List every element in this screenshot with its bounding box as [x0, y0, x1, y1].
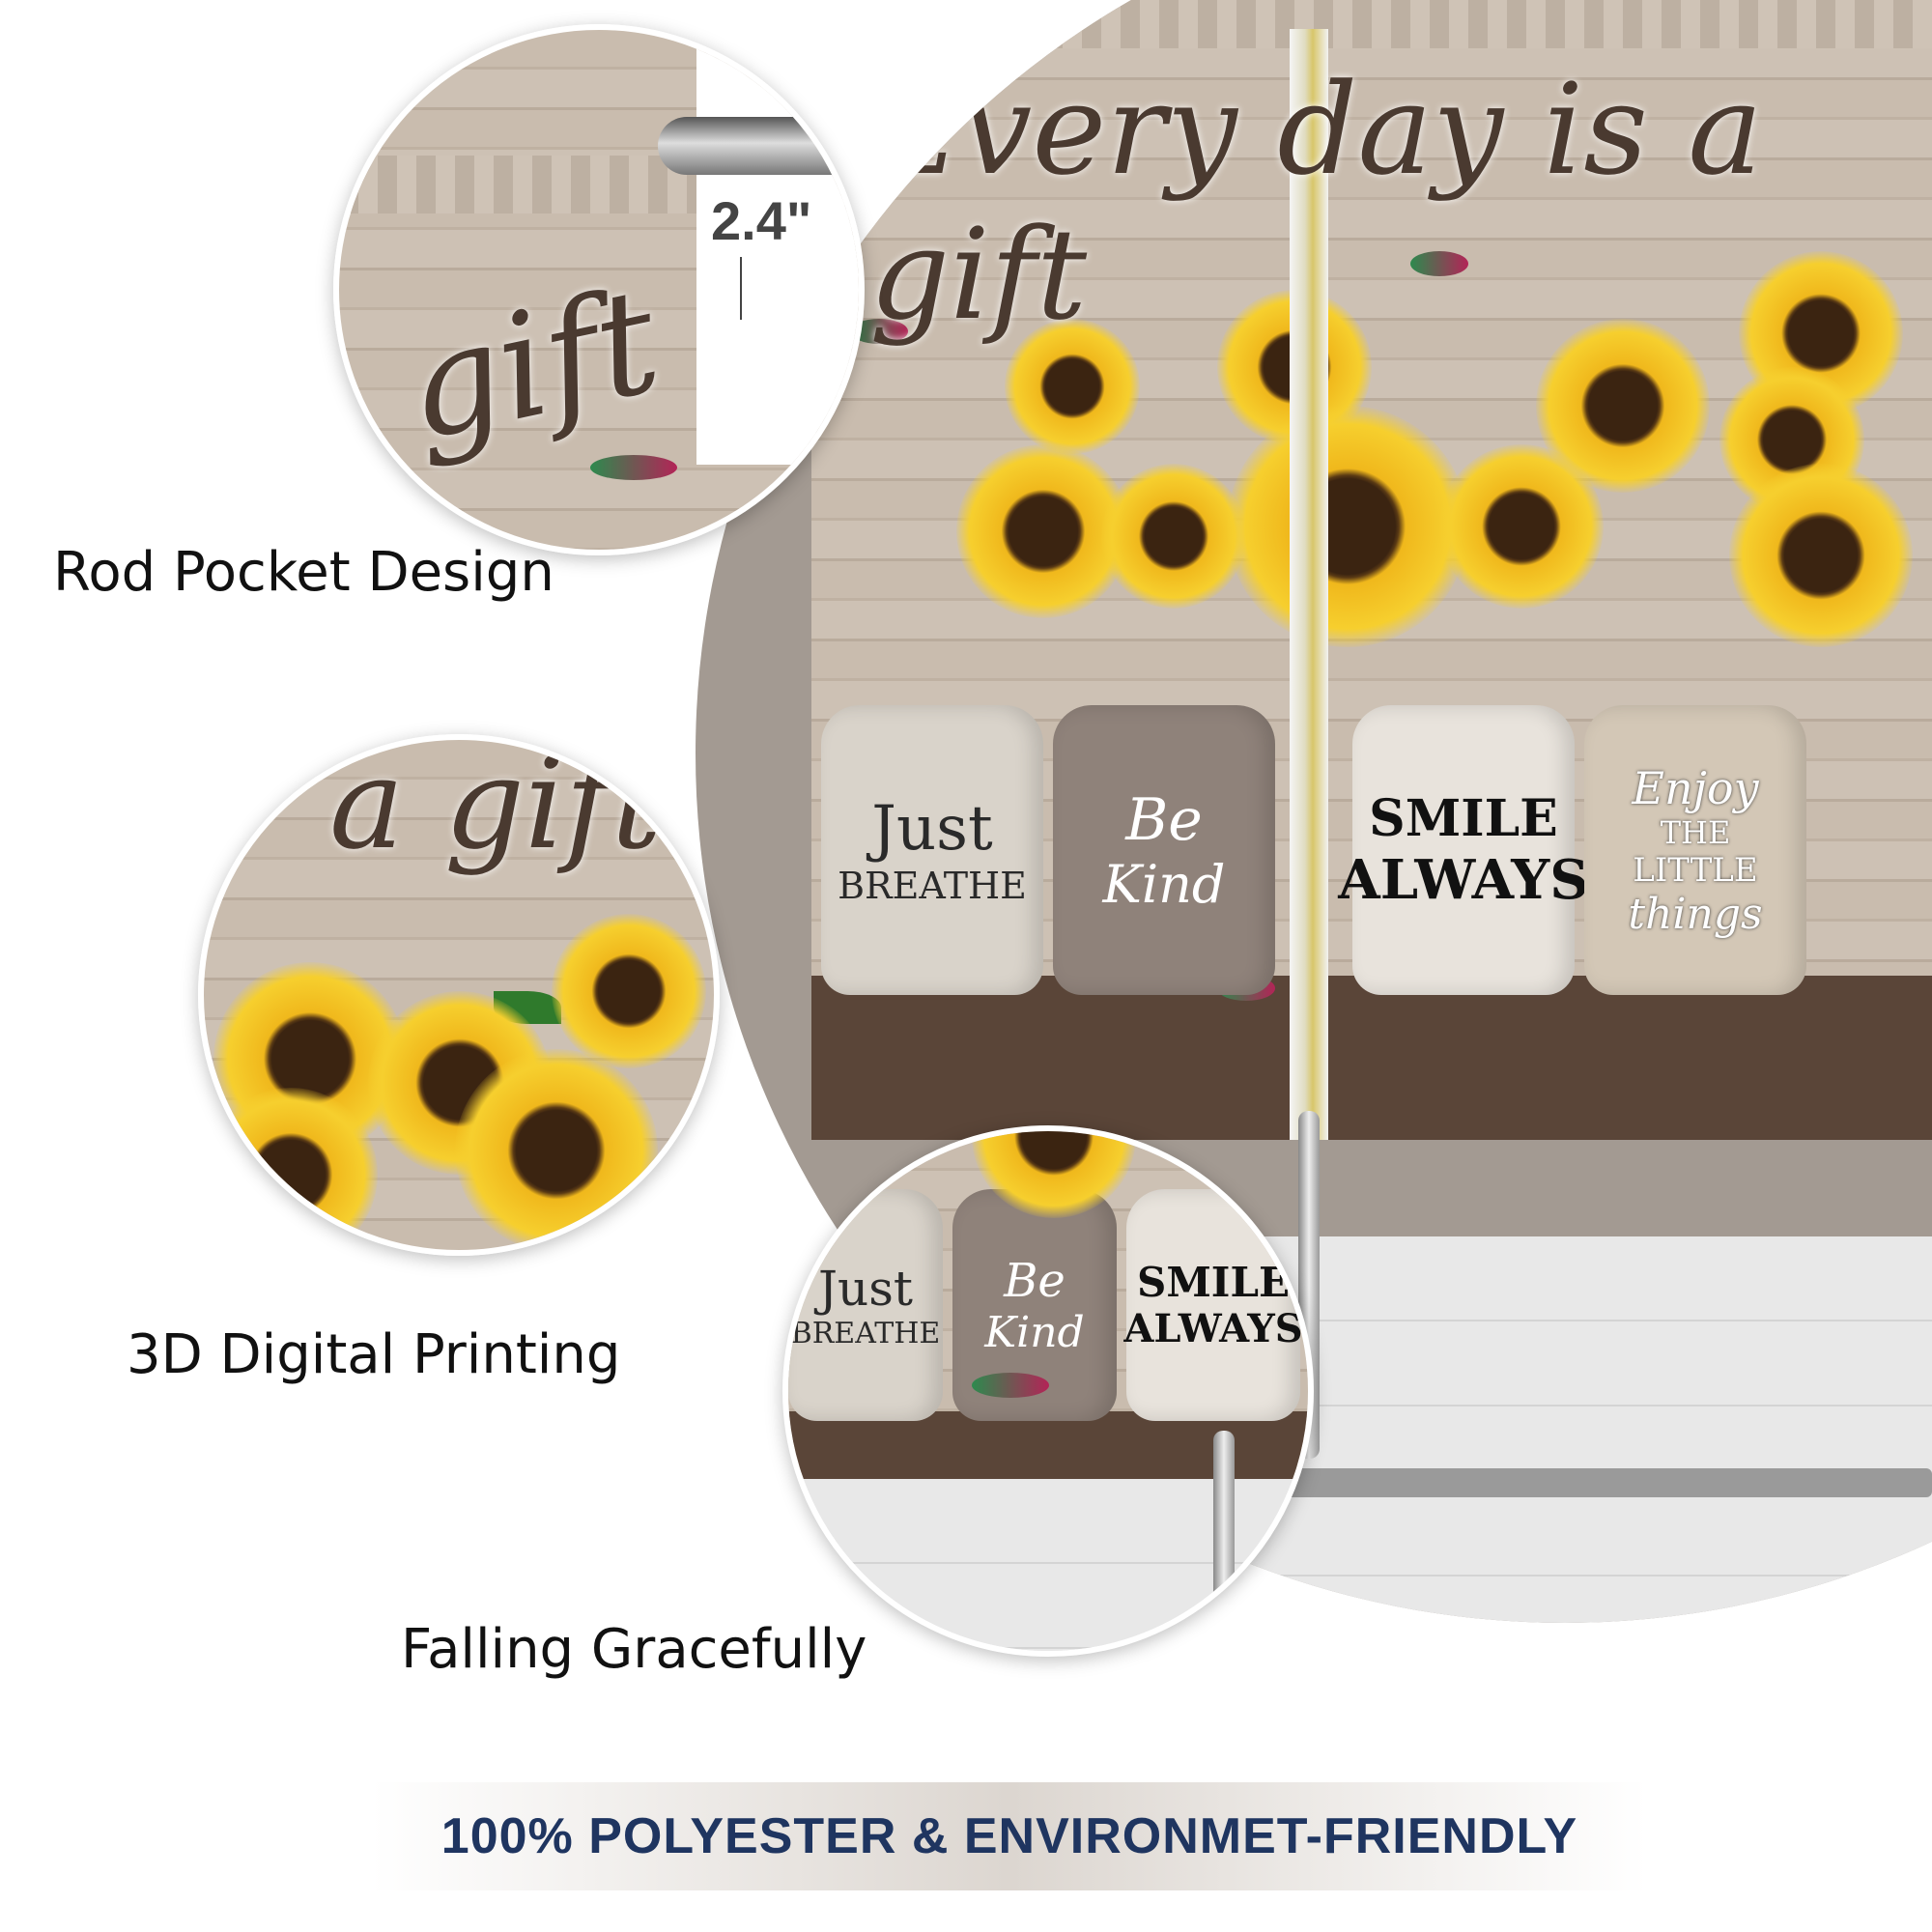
- material-banner: 100% POLYESTER & ENVIRONMET-FRIENDLY: [372, 1782, 1647, 1890]
- sunflower: [1101, 464, 1246, 609]
- hummingbird: [1410, 251, 1468, 276]
- curtain-script-text: gift: [391, 256, 673, 474]
- jar-just-breathe: Just BREATHE: [788, 1189, 943, 1421]
- measure-arrow-icon: [740, 257, 742, 320]
- feature-label-3d-printing: 3D Digital Printing: [127, 1323, 621, 1386]
- material-banner-text: 100% POLYESTER & ENVIRONMET-FRIENDLY: [440, 1808, 1578, 1864]
- jar-enjoy-little-things: Enjoy THE LITTLE things: [1584, 705, 1806, 995]
- jar-text: BREATHE: [838, 865, 1027, 907]
- faucet-icon: [1213, 1431, 1235, 1643]
- window-gap-between-panels: [1290, 29, 1328, 1140]
- feature-label-falling-gracefully: Falling Gracefully: [401, 1618, 867, 1681]
- jar-smile-always: SMILE ALWAYS: [1338, 705, 1589, 995]
- jar-text: Just: [871, 793, 993, 865]
- drape-detail-circle: Just BREATHE Be Kind SMILE ALWAYS: [782, 1125, 1314, 1657]
- feature-label-rod-pocket: Rod Pocket Design: [53, 541, 554, 604]
- jar-text: SMILE: [1136, 1259, 1290, 1306]
- hummingbird: [972, 1373, 1049, 1398]
- rod-pocket-valance: [339, 156, 729, 213]
- jar-text: BREATHE: [790, 1316, 941, 1350]
- sunflower: [1005, 319, 1140, 454]
- hummingbird: [590, 455, 677, 480]
- jar-text: LITTLE: [1633, 850, 1758, 890]
- printing-detail-circle: a gift: [198, 734, 720, 1256]
- sunflower: [1729, 464, 1913, 647]
- jar-text: ALWAYS: [1338, 847, 1589, 912]
- sunflower: [1227, 406, 1468, 647]
- jar-text: Kind: [1102, 853, 1226, 915]
- jar-text: Be: [1125, 785, 1203, 854]
- curtain-script-text: Every day is a gift: [869, 56, 1763, 348]
- jar-text: Just: [818, 1260, 913, 1317]
- curtain-rod: [658, 117, 859, 175]
- jar-text: things: [1628, 889, 1763, 939]
- wood-shelf: [811, 976, 1932, 1140]
- jar-text: Kind: [984, 1307, 1085, 1357]
- window-gap: [696, 30, 859, 465]
- rod-pocket-detail-circle: 2.4" gift: [333, 24, 865, 555]
- jar-be-kind: Be Kind: [1053, 705, 1275, 995]
- curtain-script-text: a gift: [329, 734, 662, 877]
- jar-text: ALWAYS: [1123, 1306, 1303, 1351]
- sunflower: [1536, 319, 1710, 493]
- jar-text: THE: [1660, 813, 1731, 851]
- jar-text: SMILE: [1369, 788, 1558, 848]
- jar-text: Be: [1004, 1253, 1065, 1308]
- jar-smile-always: SMILE ALWAYS: [1123, 1189, 1303, 1421]
- rod-pocket-valance: [811, 0, 1932, 48]
- jar-text: Enjoy: [1632, 761, 1759, 814]
- sunflower: [455, 1049, 658, 1250]
- sunflower: [204, 1088, 378, 1250]
- pocket-size-measure: 2.4": [711, 190, 812, 251]
- jar-just-breathe: Just BREATHE: [821, 705, 1043, 995]
- sunflower: [552, 914, 706, 1068]
